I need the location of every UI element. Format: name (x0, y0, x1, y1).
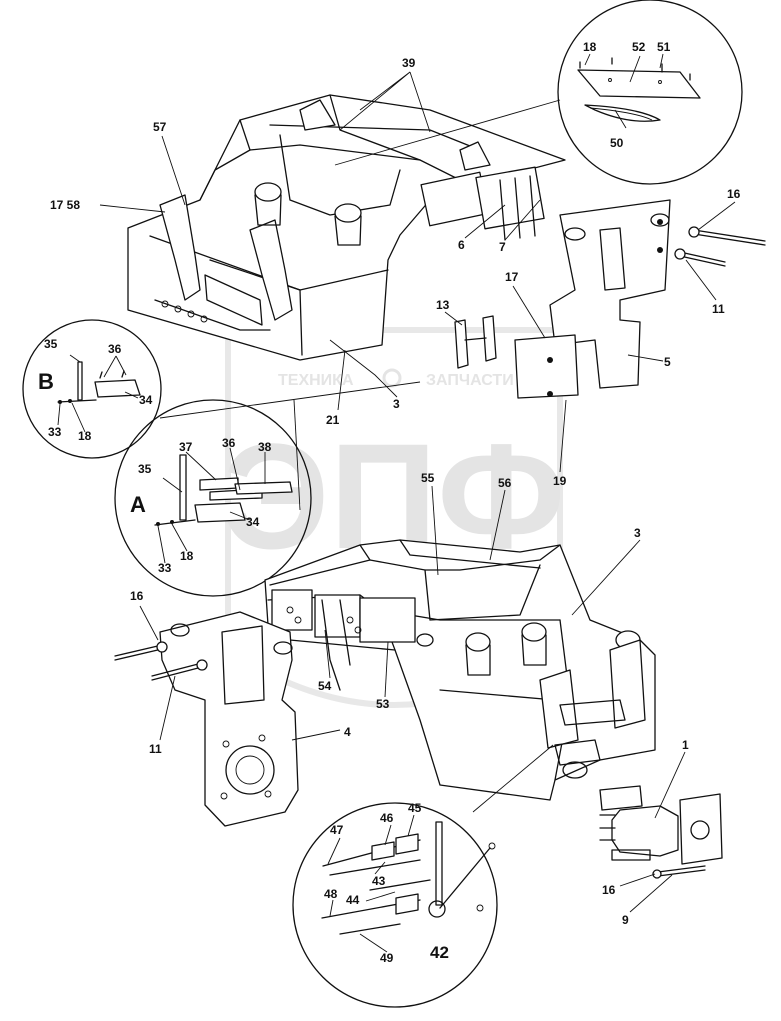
callout-18-b: 18 (78, 429, 92, 443)
callout-47: 47 (330, 823, 344, 837)
callout-19: 19 (553, 474, 567, 488)
callout-34-a: 34 (246, 515, 260, 529)
plate-5 (514, 199, 671, 399)
callout-6: 6 (458, 238, 465, 252)
callout-35-b: 35 (44, 337, 58, 351)
callout-35-a: 35 (138, 462, 152, 476)
gear-icon (382, 368, 402, 388)
leader-lines (57, 53, 736, 953)
callout-57: 57 (153, 120, 167, 134)
callout-46: 46 (380, 811, 394, 825)
callout-37: 37 (179, 440, 193, 454)
callout-43: 43 (372, 874, 386, 888)
callout-1: 1 (682, 738, 689, 752)
callout-18-a: 18 (180, 549, 194, 563)
unit-1 (599, 785, 723, 865)
detail-circle-a (114, 399, 312, 597)
bolt-9 (652, 865, 706, 879)
leader-top-circle-to-frame (334, 99, 561, 166)
detail-circle-42 (292, 802, 498, 1008)
bolts-top (674, 226, 766, 267)
callout-18-top: 18 (583, 40, 597, 54)
callout-labels: 39 57 17 58 18 52 51 50 16 6 7 11 17 13 … (38, 40, 741, 965)
callout-11-bot: 11 (149, 742, 162, 756)
callout-33-b: 33 (48, 425, 62, 439)
detail-circle-top (557, 0, 743, 185)
callout-45: 45 (408, 801, 422, 815)
lower-frame (264, 539, 656, 801)
leader-b-to-frame (159, 381, 421, 419)
callout-5: 5 (664, 355, 671, 369)
callout-50: 50 (610, 136, 624, 150)
callout-49: 49 (380, 951, 394, 965)
callout-9: 9 (622, 913, 629, 927)
leader-42-to-frame (472, 744, 554, 813)
callout-16-top: 16 (727, 187, 741, 201)
callout-4: 4 (344, 725, 351, 739)
watermark-left-text: ТЕХНИКА (278, 372, 354, 389)
callout-44: 44 (346, 893, 360, 907)
bracket-13 (454, 315, 497, 369)
callout-48: 48 (324, 887, 338, 901)
detail-circle-b (22, 319, 162, 459)
callout-17-58: 17 58 (50, 198, 80, 212)
callout-39: 39 (402, 56, 416, 70)
callout-33-a: 33 (158, 561, 172, 575)
callout-3-top: 3 (393, 397, 400, 411)
callout-36-a: 36 (222, 436, 236, 450)
watermark-right-text: ЗАПЧАСТИ (426, 372, 514, 389)
detail-label-a: A (130, 492, 146, 517)
callout-52: 52 (632, 40, 646, 54)
callout-16-right: 16 (602, 883, 616, 897)
callout-13: 13 (436, 298, 450, 312)
callout-54: 54 (318, 679, 332, 693)
detail-label-42: 42 (430, 943, 449, 962)
plate-4 (159, 611, 299, 827)
detail-label-b: B (38, 369, 54, 394)
callout-36-b: 36 (108, 342, 122, 356)
callout-11-top: 11 (712, 302, 725, 316)
callout-55: 55 (421, 471, 435, 485)
upper-frame (127, 94, 566, 361)
callout-17-mid: 17 (505, 270, 519, 284)
bolts-bottom (114, 641, 208, 681)
callout-56: 56 (498, 476, 512, 490)
callout-34-b: 34 (139, 393, 153, 407)
callout-21: 21 (326, 413, 340, 427)
callout-53: 53 (376, 697, 390, 711)
callout-7: 7 (499, 240, 506, 254)
callout-16-bot: 16 (130, 589, 144, 603)
callout-3-bot: 3 (634, 526, 641, 540)
callout-38: 38 (258, 440, 272, 454)
leader-a-to-frame (293, 399, 301, 511)
callout-51: 51 (657, 40, 671, 54)
